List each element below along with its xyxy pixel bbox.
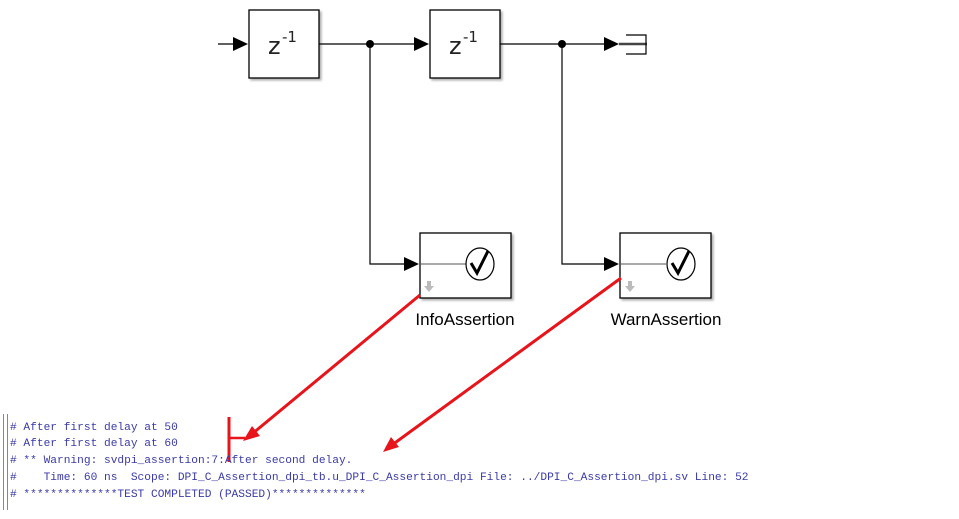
delay-label: z: [268, 32, 281, 60]
delay-superscript: -1: [282, 28, 297, 46]
log-gutter: [3, 414, 8, 510]
unit-delay-block-2[interactable]: z -1: [429, 9, 501, 79]
block-name: InfoAssertion: [415, 310, 514, 329]
delay-label: z: [449, 32, 462, 60]
block-name: WarnAssertion: [611, 310, 722, 329]
signal-line-1[interactable]: [319, 37, 429, 271]
annotation-arrow-info: [243, 293, 421, 441]
input-signal-line[interactable]: [218, 37, 248, 51]
unit-delay-block-1[interactable]: z -1: [248, 9, 320, 79]
log-line: # After first delay at 60: [10, 438, 178, 450]
annotation-arrow-warn: [383, 276, 622, 452]
terminator-icon[interactable]: [619, 34, 647, 55]
check-circle-icon: [666, 247, 696, 281]
info-assertion-block[interactable]: InfoAssertion: [415, 232, 515, 329]
warn-assertion-block[interactable]: WarnAssertion: [611, 232, 722, 329]
check-circle-icon: [465, 247, 495, 281]
delay-superscript: -1: [463, 28, 478, 46]
log-line: # Time: 60 ns Scope: DPI_C_Assertion_dpi…: [10, 472, 749, 484]
log-line: # After first delay at 50: [10, 422, 178, 434]
log-line: # **************TEST COMPLETED (PASSED)*…: [10, 489, 366, 501]
down-arrow-icon: [625, 281, 635, 292]
annotation-bracket: [227, 417, 245, 462]
signal-line-2[interactable]: [500, 37, 619, 271]
log-line: # ** Warning: svdpi_assertion:7:After se…: [10, 455, 353, 467]
down-arrow-icon: [424, 281, 434, 292]
